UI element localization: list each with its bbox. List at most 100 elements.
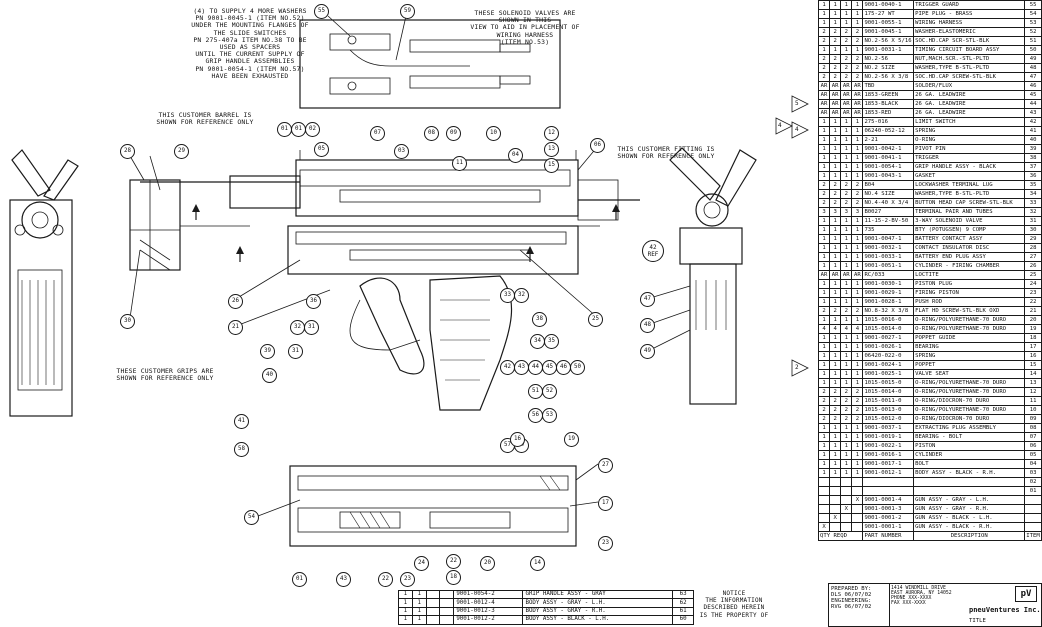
item-balloon: 59 (400, 4, 415, 19)
divider (889, 584, 890, 627)
item-cell: 43 (1024, 108, 1042, 118)
qty-cell: 2 (840, 36, 853, 46)
part-number-cell: 2-21 (862, 135, 915, 145)
qty-cell: 2 (851, 63, 864, 73)
item-balloon: 09 (446, 126, 461, 141)
qty-cell: 1 (398, 598, 413, 608)
qty-cell: AR (829, 99, 842, 109)
item-balloon: 26 (228, 294, 243, 309)
qty-cell: 1 (829, 234, 842, 244)
item-balloon: 21 (228, 320, 243, 335)
qty-cell: 1 (817, 297, 831, 307)
item-balloon: 30 (120, 314, 135, 329)
part-number-cell: 9001-0001-3 (862, 504, 915, 514)
description-cell: 26 GA. LEADWIRE (913, 90, 1026, 100)
description-cell: WIRING HARNESS (913, 18, 1026, 28)
qty-cell: 1 (851, 18, 864, 28)
qty-cell (851, 477, 864, 487)
qty-cell: 1 (817, 351, 831, 361)
qty-cell (851, 486, 864, 496)
company-name: pneuVentures Inc. (969, 606, 1041, 614)
description-cell: BUTTON HEAD CAP SCREW-STL-BLK (913, 198, 1026, 208)
qty-cell: 1 (851, 279, 864, 289)
part-number-cell: 1853-GREEN (862, 90, 915, 100)
qty-cell: 2 (829, 27, 842, 37)
washer-note-line: UNTIL THE CURRENT SUPPLY OF GRIP HANDLE … (195, 50, 305, 66)
revision-number: 2 (795, 364, 799, 371)
qty-cell: 2 (817, 63, 831, 73)
qty-cell: 1 (840, 18, 853, 28)
item-cell: 08 (1024, 423, 1042, 433)
qty-cell: 1 (829, 171, 842, 181)
item-cell: 50 (1024, 45, 1042, 55)
description-cell: BODY ASSY - BLACK - R.H. (913, 468, 1026, 478)
item-cell: 23 (1024, 288, 1042, 298)
item-balloon: 48 (640, 318, 655, 333)
qty-cell: 1 (817, 153, 831, 163)
item-cell: 24 (1024, 279, 1042, 289)
qty-cell: 4 (829, 324, 842, 334)
prepared-name: DLS 06/07/02 (831, 592, 872, 598)
item-balloon: 50 (570, 360, 585, 375)
qty-cell: 1 (817, 234, 831, 244)
qty-cell: AR (829, 270, 842, 280)
qty-cell (425, 606, 441, 617)
qty-cell: 4 (817, 324, 831, 334)
qty-cell: 2 (851, 405, 864, 415)
part-number-cell: 9001-0040-1 (862, 0, 915, 10)
item-balloon: 49 (640, 344, 655, 359)
description-cell: SPRING (913, 351, 1026, 361)
part-number-cell: 9001-0012-4 (453, 598, 524, 608)
item-balloon: 10 (486, 126, 501, 141)
description-cell: FIRING PISTON (913, 288, 1026, 298)
qty-cell: 2 (851, 72, 864, 82)
item-balloon: 43 (336, 572, 351, 587)
item-balloon: 20 (480, 556, 495, 571)
item-balloon: 07 (370, 126, 385, 141)
item-balloon: 33 (500, 288, 515, 303)
qty-cell: 1 (829, 216, 842, 226)
qty-cell: 1 (817, 333, 831, 343)
qty-cell: 1 (817, 126, 831, 136)
part-number-cell: 1015-0011-0 (862, 396, 915, 406)
part-header: PART NUMBER (862, 531, 915, 541)
item-balloon: 58 (234, 442, 249, 457)
description-cell: PIPE PLUG - BRASS (913, 9, 1026, 19)
qty-cell: 1 (840, 333, 853, 343)
qty-cell: 1 (817, 144, 831, 154)
qty-cell: 1 (817, 135, 831, 145)
item-balloon: 55 (314, 4, 329, 19)
desc-header: DESCRIPTION (913, 531, 1026, 541)
description-cell: POPPET GUIDE (913, 333, 1026, 343)
description-cell: SOLDER/FLUX (913, 81, 1026, 91)
washer-note-line: (4) TO SUPPLY 4 MORE WASHERS PN 9001-004… (193, 7, 307, 23)
qty-cell: 1 (851, 378, 864, 388)
qty-cell: 1 (851, 162, 864, 172)
qty-cell (439, 606, 455, 617)
part-number-cell (862, 486, 915, 496)
qty-cell (817, 477, 831, 487)
item-balloon: 31 (304, 320, 319, 335)
qty-cell: 2 (817, 306, 831, 316)
item-balloon: 41 (234, 414, 249, 429)
qty-cell: 1 (851, 288, 864, 298)
qty-cell: 4 (840, 324, 853, 334)
item-balloon: 12 (544, 126, 559, 141)
ref-42-label: REF (647, 251, 659, 258)
description-cell: NUT,MACH.SCR.-STL-PLTD (913, 54, 1026, 64)
qty-cell: 1 (829, 288, 842, 298)
qty-cell (851, 513, 864, 523)
qty-cell: 1 (851, 315, 864, 325)
